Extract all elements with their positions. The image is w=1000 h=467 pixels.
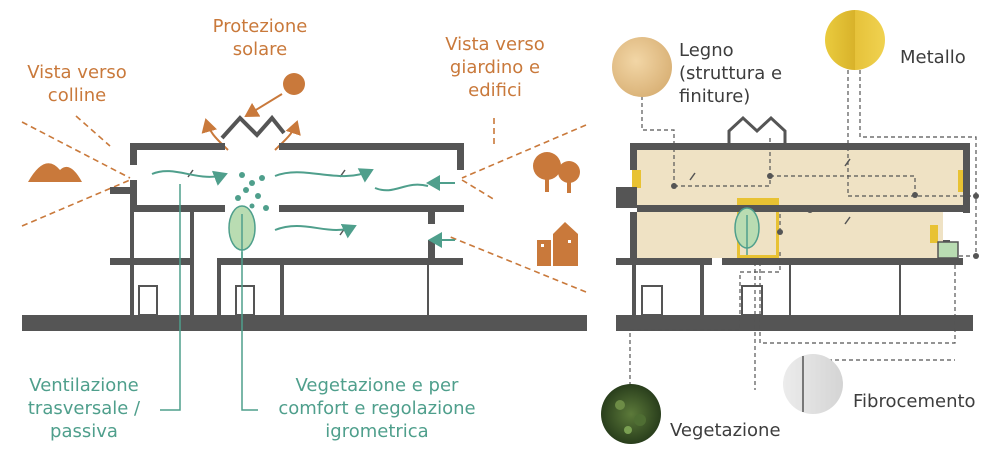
wood-swatch — [612, 37, 672, 97]
sunshade-roof — [220, 114, 286, 140]
atrium-tree-icon — [228, 205, 256, 258]
hills-view-label: Vista verso colline — [27, 62, 127, 106]
sun-protection-label: Protezione solare — [212, 16, 308, 60]
vegetation-swatch — [601, 384, 661, 444]
ventilation-label: Ventilazione trasversale / passiva — [27, 375, 141, 442]
building-structure — [110, 143, 464, 315]
right-atrium-tree-icon — [734, 207, 760, 255]
material-leader-lines — [629, 70, 977, 390]
garden-view-label: Vista verso giardino e edifici — [445, 34, 545, 101]
partitions — [187, 169, 346, 236]
right-roof — [727, 115, 787, 143]
right-ground-slab — [616, 315, 973, 331]
hills-icon — [28, 163, 82, 182]
sun-icon — [244, 73, 305, 118]
hot-air-arrow-left — [201, 118, 229, 151]
right-doors — [641, 265, 901, 316]
right-section-drawing — [601, 10, 979, 444]
trees-icon — [533, 152, 580, 193]
buildings-icon — [537, 222, 578, 266]
lower-floor-fill — [637, 212, 943, 258]
wood-label: Legno (struttura e finiture) — [679, 40, 783, 107]
leader-lines — [160, 184, 258, 411]
humidity-dots — [235, 172, 269, 211]
fibercement-label: Fibrocemento — [853, 391, 976, 412]
view-lines — [21, 115, 587, 293]
vegetation-material-label: Vegetazione — [670, 420, 781, 441]
metal-label: Metallo — [900, 47, 966, 68]
fibercement-swatch — [783, 354, 843, 414]
fibercement-panel — [937, 241, 959, 259]
leader-dots — [671, 173, 979, 259]
metal-swatch — [825, 10, 885, 70]
vegetation-comfort-label: Vegetazione e per comfort e regolazione … — [278, 375, 476, 442]
doors — [138, 265, 429, 316]
hot-air-arrow-right — [274, 120, 301, 151]
ventilation-arrows — [151, 168, 455, 248]
left-section-drawing — [21, 73, 587, 411]
ground-slab — [22, 315, 587, 331]
